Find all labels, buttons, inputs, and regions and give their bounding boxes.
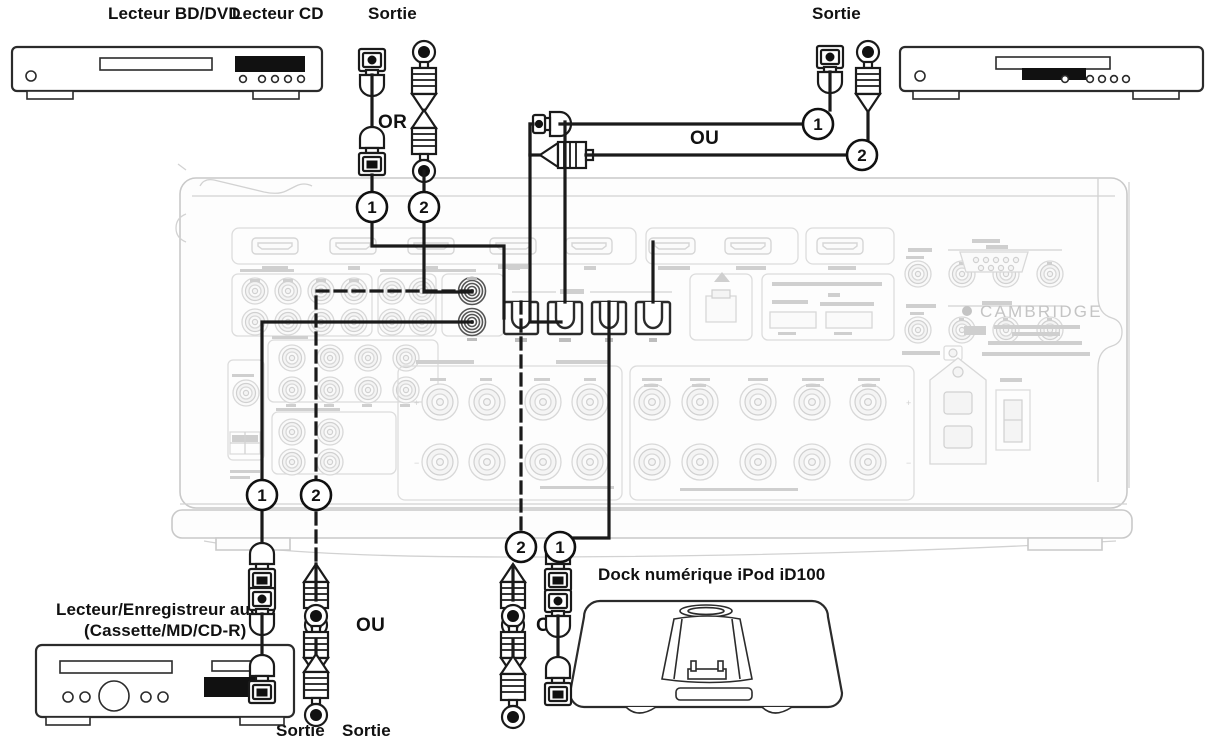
badge-group: 1 2 1 2 1 2 2 bbox=[245, 107, 879, 564]
device-bd-dvd-player bbox=[10, 45, 324, 100]
svg-text:−: − bbox=[906, 458, 911, 468]
badge-1-mid-left: 1 bbox=[245, 478, 279, 512]
badge-1-top-right: 1 bbox=[801, 107, 835, 141]
optical-plug-receiver-bottom-left bbox=[247, 541, 277, 593]
device-ipod-dock bbox=[568, 599, 844, 714]
svg-text:2: 2 bbox=[516, 538, 525, 557]
rca-plug-dock bbox=[499, 654, 527, 730]
svg-text:2: 2 bbox=[419, 198, 428, 217]
svg-text:+: + bbox=[414, 398, 419, 408]
badge-2-top-left: 2 bbox=[407, 190, 441, 224]
badge-2-mid-middle: 2 bbox=[504, 530, 538, 564]
rca-plug-source-top-right bbox=[854, 39, 882, 114]
svg-text:1: 1 bbox=[367, 198, 376, 217]
device-audio-recorder bbox=[34, 643, 296, 726]
rca-plug-recorder bbox=[302, 652, 330, 728]
svg-text:1: 1 bbox=[555, 538, 564, 557]
badge-1-mid-middle: 1 bbox=[543, 530, 577, 564]
badge-2-mid-left: 2 bbox=[299, 478, 333, 512]
power-section bbox=[902, 345, 1031, 465]
cable-optical-top-left bbox=[357, 47, 506, 320]
analog-input-row-2 bbox=[267, 336, 439, 407]
speaker-terminals: + − + − bbox=[397, 360, 915, 501]
svg-text:1: 1 bbox=[813, 115, 822, 134]
brand-name: CAMBRIDGE bbox=[980, 302, 1103, 321]
svg-text:1: 1 bbox=[257, 486, 266, 505]
rca-plug-source-top-left bbox=[410, 39, 438, 114]
label-audio-recorder-line2: (Cassette/MD/CD-R) bbox=[84, 621, 247, 640]
device-cd-player bbox=[898, 45, 1205, 100]
receiver-branding: CAMBRIDGE bbox=[962, 302, 1103, 356]
phono-and-rec-out bbox=[227, 359, 397, 479]
label-output-top-right: Sortie bbox=[812, 4, 861, 23]
cable-coax-bottom-left bbox=[302, 289, 474, 728]
label-output-top-left: Sortie bbox=[368, 4, 417, 23]
svg-text:2: 2 bbox=[311, 486, 320, 505]
choice-ou-bottom-left: OU bbox=[356, 615, 386, 636]
network-and-usb-panel bbox=[689, 272, 895, 341]
choice-or-top-left: OR bbox=[378, 112, 408, 133]
svg-text:+: + bbox=[906, 398, 911, 408]
badge-2-top-right: 2 bbox=[845, 138, 879, 172]
badge-1-top-left: 1 bbox=[355, 190, 389, 224]
label-source-cd: Lecteur CD bbox=[232, 4, 324, 23]
label-ipod-dock: Dock numérique iPod iD100 bbox=[598, 565, 826, 584]
label-source-bd-dvd: Lecteur BD/DVD bbox=[108, 4, 241, 23]
optical-plug-dock bbox=[543, 655, 573, 707]
svg-text:2: 2 bbox=[857, 146, 866, 165]
label-audio-recorder-line1: Lecteur/Enregistreur audio bbox=[56, 600, 276, 619]
optical-jack-d6 bbox=[634, 300, 672, 336]
control-trigger-panel bbox=[904, 239, 1064, 344]
optical-jack-d4 bbox=[546, 300, 584, 336]
svg-text:−: − bbox=[414, 458, 419, 468]
av-receiver: CAMBRIDGE bbox=[171, 163, 1133, 558]
label-output-bottom-right: Sortie bbox=[342, 721, 391, 740]
choice-ou-top-middle: OU bbox=[690, 128, 720, 149]
hdmi-port-row bbox=[231, 227, 895, 270]
